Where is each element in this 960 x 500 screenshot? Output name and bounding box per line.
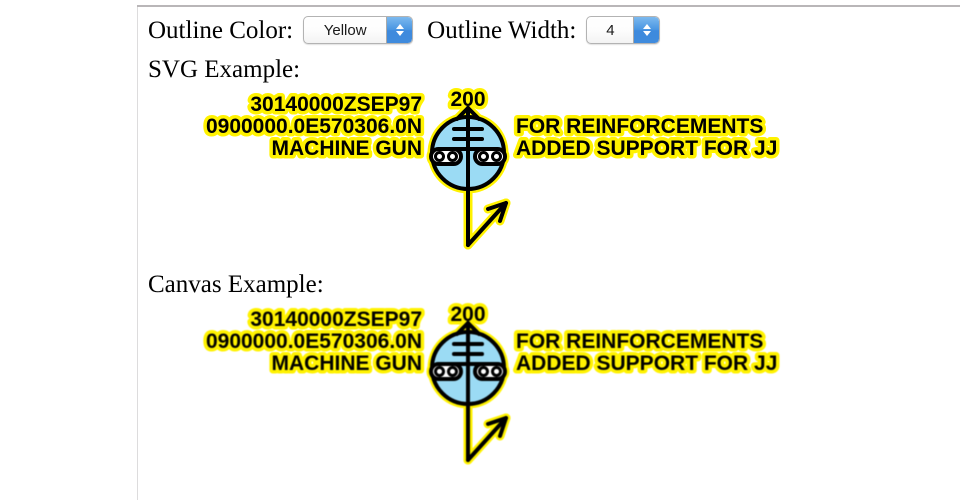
symbol-line-layer xyxy=(452,106,508,247)
chevron-down-icon xyxy=(395,31,404,36)
chevron-up-icon xyxy=(642,24,651,29)
right-label-1: ADDED SUPPORT FOR JJ xyxy=(516,352,777,375)
movement-arrow-shaft xyxy=(466,416,508,462)
military-symbol-svg[interactable]: 200 30140000ZSEP97 0900000.0E570306.0N M… xyxy=(148,85,960,285)
content-area: Outline Color: Yellow Outline Width: 4 S… xyxy=(148,0,960,500)
chevron-down-icon xyxy=(642,31,651,36)
movement-arrow-shaft xyxy=(466,201,508,247)
movement-arrow-head xyxy=(486,201,508,223)
symbol-text-layer: 200 30140000ZSEP97 0900000.0E570306.0N M… xyxy=(206,303,777,375)
svg-text:ADDED SUPPORT FOR JJ: ADDED SUPPORT FOR JJ xyxy=(516,352,777,375)
outline-color-stepper[interactable] xyxy=(386,17,413,43)
left-label-0: 30140000ZSEP97 xyxy=(250,93,422,116)
mobility-wheels xyxy=(429,362,507,381)
outline-width-value: 4 xyxy=(606,21,615,39)
left-label-0: 30140000ZSEP97 xyxy=(250,308,422,331)
svg-text:ADDED SUPPORT FOR JJ: ADDED SUPPORT FOR JJ xyxy=(516,137,777,160)
gun-arrowhead xyxy=(455,106,481,121)
svg-text:FOR REINFORCEMENTS: FOR REINFORCEMENTS xyxy=(516,330,763,353)
outline-width-label: Outline Width: xyxy=(427,16,577,44)
echelon-label: 200 xyxy=(450,88,485,111)
left-divider xyxy=(137,7,138,500)
machine-gun-unit-icon: 200 30140000ZSEP97 0900000.0E570306.0N M… xyxy=(202,85,781,250)
svg-text:30140000ZSEP97: 30140000ZSEP97 xyxy=(250,308,422,331)
symbol-text-outline-layer: 200 30140000ZSEP97 0900000.0E570306.0N M… xyxy=(202,300,780,379)
movement-arrow-head xyxy=(486,416,508,438)
svg-text:0900000.0E570306.0N: 0900000.0E570306.0N xyxy=(206,330,422,353)
echelon-label: 200 xyxy=(450,303,485,326)
canvas-example-stage: 200 30140000ZSEP97 0900000.0E570306.0N M… xyxy=(148,300,960,500)
symbol-text-layer: 200 30140000ZSEP97 0900000.0E570306.0N M… xyxy=(206,88,777,160)
right-label-1: ADDED SUPPORT FOR JJ xyxy=(516,137,777,160)
left-label-2: MACHINE GUN xyxy=(272,352,423,375)
outline-color-select[interactable]: Yellow xyxy=(303,16,414,44)
outline-width-stepper[interactable] xyxy=(633,17,660,43)
outline-color-value: Yellow xyxy=(323,21,367,39)
mobility-wheels xyxy=(429,147,507,166)
gun-arrowhead xyxy=(455,321,481,336)
symbol-text-outline-layer: 200 30140000ZSEP97 0900000.0E570306.0N M… xyxy=(202,85,780,164)
svg-example-title: SVG Example: xyxy=(148,56,301,83)
svg-text:FOR REINFORCEMENTS: FOR REINFORCEMENTS xyxy=(516,115,763,138)
outline-width-select[interactable]: 4 xyxy=(586,16,661,44)
canvas-example-title: Canvas Example: xyxy=(148,271,324,298)
svg-text:MACHINE GUN: MACHINE GUN xyxy=(272,352,423,375)
left-label-1: 0900000.0E570306.0N xyxy=(206,330,422,353)
military-symbol-canvas[interactable]: 200 30140000ZSEP97 0900000.0E570306.0N M… xyxy=(148,300,960,500)
left-label-2: MACHINE GUN xyxy=(272,137,423,160)
symbol-line-layer xyxy=(452,321,508,462)
left-label-1: 0900000.0E570306.0N xyxy=(206,115,422,138)
controls-bar: Outline Color: Yellow Outline Width: 4 xyxy=(148,14,661,46)
machine-gun-unit-icon: 200 30140000ZSEP97 0900000.0E570306.0N M… xyxy=(202,300,781,465)
chevron-up-icon xyxy=(395,24,404,29)
svg-text:0900000.0E570306.0N: 0900000.0E570306.0N xyxy=(206,115,422,138)
outline-color-label: Outline Color: xyxy=(148,16,294,44)
svg-text:MACHINE GUN: MACHINE GUN xyxy=(272,137,423,160)
right-label-0: FOR REINFORCEMENTS xyxy=(516,115,763,138)
svg-text:30140000ZSEP97: 30140000ZSEP97 xyxy=(250,93,422,116)
svg-example-stage: 200 30140000ZSEP97 0900000.0E570306.0N M… xyxy=(148,85,960,285)
right-label-0: FOR REINFORCEMENTS xyxy=(516,330,763,353)
top-divider xyxy=(137,5,960,7)
